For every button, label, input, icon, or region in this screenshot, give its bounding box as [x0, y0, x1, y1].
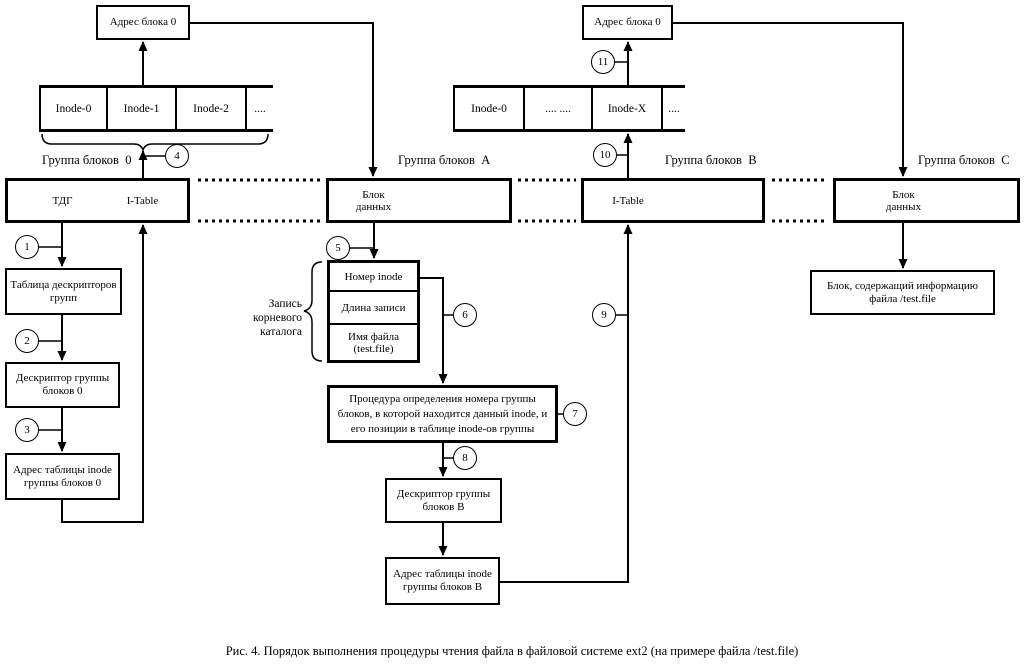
step-circle-5: 5: [326, 236, 350, 260]
step-circle-9: 9: [592, 303, 616, 327]
inode-cell: Inode-X: [593, 88, 663, 129]
arrow-address0-to-itable0: [61, 224, 148, 523]
arrow-addr0-right-to-groupC: [673, 22, 908, 177]
address-block-0-left-label: Адрес блока 0: [109, 16, 177, 28]
group-box-a: Блок данных: [326, 178, 512, 223]
arrow-addr0-left-to-groupA: [190, 22, 378, 177]
step-circle-4: 4: [165, 144, 189, 168]
inode-cell: .... ....: [525, 88, 593, 129]
arrow-entry-to-procedure: [420, 277, 448, 384]
step-circle-3: 3: [15, 418, 39, 442]
inode-cell: Inode-2: [177, 88, 247, 129]
underbrace-inode-row-left: [41, 133, 269, 153]
root-dir-entry-label: Запись корневого каталога: [252, 298, 302, 338]
group-label-0: Группа блоков 0: [42, 153, 132, 167]
address-block-0-left: Адрес блока 0: [96, 5, 190, 40]
segment-itable-b: I-Table: [612, 194, 644, 207]
step-circle-2: 2: [15, 329, 39, 353]
descriptor-table-box: Таблица дескрипторов групп: [5, 268, 122, 315]
step-circle-7: 7: [563, 402, 587, 426]
group-label-b: Группа блоков В: [665, 153, 757, 167]
group-box-c: Блок данных: [833, 178, 1020, 223]
address-block-0-right: Адрес блока 0: [582, 5, 673, 40]
step-circle-8: 8: [453, 446, 477, 470]
entry-row-inode-number: Номер inode: [330, 263, 417, 292]
inode-cell: Inode-1: [108, 88, 177, 129]
group-label-a: Группа блоков А: [398, 153, 491, 167]
groupB-descriptor-box: Дескриптор группы блоков В: [385, 478, 502, 523]
step-circle-6: 6: [453, 303, 477, 327]
inode-table-address-B-box: Адрес таблицы inode группы блоков В: [385, 557, 500, 605]
segment-data-block-a: Блок данных: [355, 188, 392, 213]
inode-row-right: Inode-0 .... .... Inode-X ....: [453, 85, 685, 132]
inode-cell: ....: [668, 102, 680, 115]
segment-tdg: ТДГ: [52, 194, 73, 207]
root-dir-entry-box: Номер inode Длина записи Имя файла (test…: [327, 260, 420, 363]
step-circle-11: 11: [591, 50, 615, 74]
inode-table-address-0-box: Адрес таблицы inode группы блоков 0: [5, 453, 120, 500]
inode-cell: ....: [254, 102, 266, 115]
entry-row-file-name: Имя файла (test.file): [348, 330, 399, 355]
address-block-0-right-label: Адрес блока 0: [594, 16, 661, 28]
arrow-addressB-to-itableB: [500, 224, 633, 583]
inode-cell: Inode-0: [41, 88, 108, 129]
step-circle-1: 1: [15, 235, 39, 259]
group0-descriptor-box: Дескриптор группы блоков 0: [5, 362, 120, 408]
entry-row-record-length: Длина записи: [330, 292, 417, 325]
group-box-0: ТДГ I-Table: [5, 178, 190, 223]
figure-caption: Рис. 4. Порядок выполнения процедуры чте…: [225, 644, 799, 658]
segment-itable-0: I-Table: [126, 194, 159, 207]
procedure-box: Процедура определения номера группы блок…: [327, 385, 558, 443]
final-file-block: Блок, содержащий информацию файла /test.…: [810, 270, 995, 315]
group-box-b: I-Table: [581, 178, 765, 223]
step-circle-10: 10: [593, 143, 617, 167]
group-label-c: Группа блоков С: [918, 153, 1010, 167]
brace-root-dir-entry: [303, 261, 323, 362]
inode-cell: Inode-0: [455, 88, 525, 129]
inode-row-left: Inode-0 Inode-1 Inode-2 ....: [39, 85, 273, 132]
segment-data-block-c: Блок данных: [885, 188, 922, 213]
